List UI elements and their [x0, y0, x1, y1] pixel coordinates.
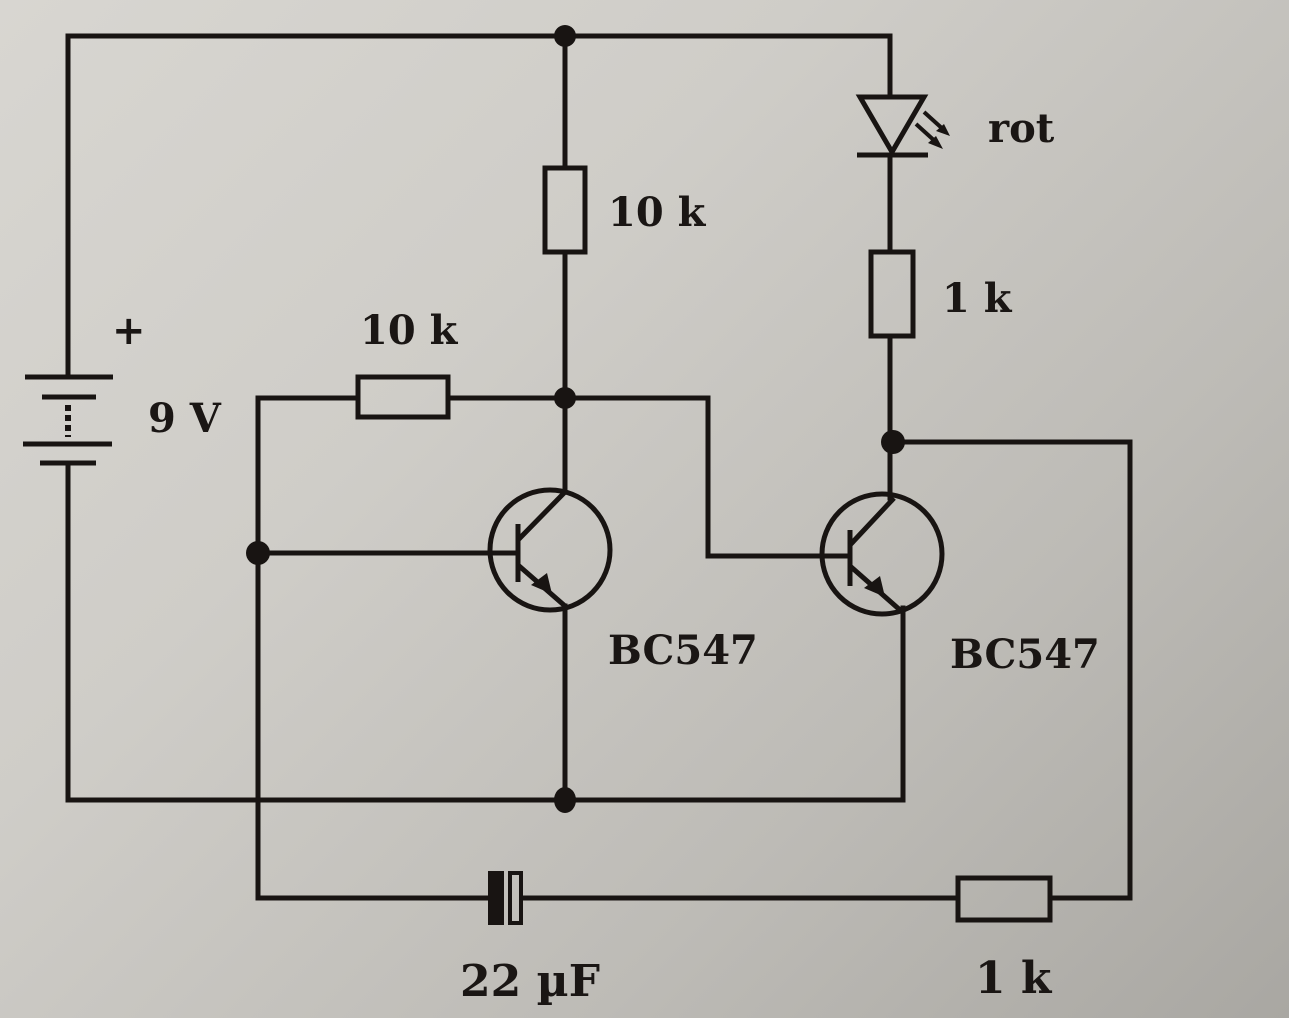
wires [65, 33, 1133, 901]
capacitor-plate-hollow [508, 871, 523, 925]
led-emission-arrowhead-1 [936, 124, 950, 136]
transistor-q2 [819, 491, 945, 617]
resistor-bottom-series-label: 1 k [975, 953, 1053, 1004]
capacitor-symbol [488, 871, 523, 925]
resistor-led-series-label: 1 k [942, 275, 1013, 322]
resistor-bottom-series [955, 875, 1053, 923]
battery-symbol [23, 374, 113, 473]
transistor-q1-envelope [487, 487, 613, 613]
wire-right-loop [887, 439, 1133, 901]
transistor-q2-envelope [819, 491, 945, 617]
transistor-q2-emitter-arrow [864, 576, 885, 597]
transistor-q2-collector-leg [848, 496, 896, 547]
junction-nodes [246, 25, 905, 813]
transistor-q1-emitter-arrow [531, 573, 552, 594]
junction-left [246, 541, 270, 565]
wire-bottom-left-rail [65, 462, 906, 803]
wire-top-rail [65, 33, 893, 378]
junction-mid [554, 387, 576, 409]
battery-plus-label: + [112, 308, 146, 354]
wire-feedback-left [255, 395, 361, 901]
transistor-q1-label: BC547 [608, 627, 758, 674]
transistor-q1 [487, 487, 613, 613]
resistor-collector-left [542, 165, 588, 255]
led-triangle [855, 94, 929, 157]
led-color-label: rot [988, 105, 1055, 152]
capacitor-label: 22 µF [460, 956, 600, 1007]
capacitor-plate-solid [488, 871, 504, 925]
wire-node-to-q2-base [562, 395, 851, 559]
led-symbol [855, 94, 950, 158]
led-emission-arrowhead-2 [928, 136, 943, 149]
transistor-q2-label: BC547 [950, 631, 1100, 678]
battery-voltage-label: 9 V [148, 395, 222, 442]
transistor-q1-collector-leg [516, 490, 567, 542]
junction-bottom [554, 787, 576, 813]
resistor-base-feedback [355, 374, 451, 420]
junction-top [554, 25, 576, 47]
resistor-base-feedback-label: 10 k [360, 307, 459, 354]
junction-right [881, 430, 905, 454]
resistor-led-series [868, 249, 916, 339]
resistor-collector-left-label: 10 k [608, 189, 707, 236]
